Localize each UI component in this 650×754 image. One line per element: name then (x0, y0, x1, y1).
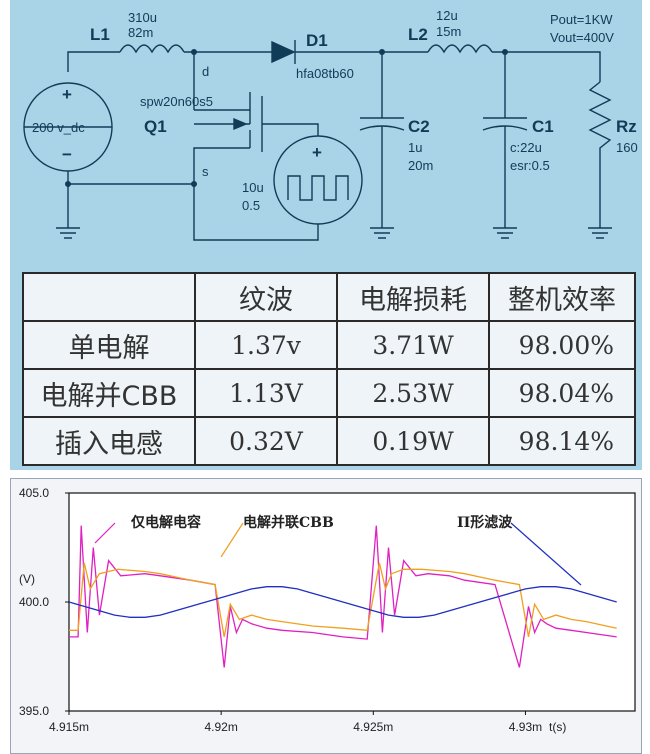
x-tick-label: 4.93m (509, 720, 542, 734)
c2-name: C2 (408, 117, 430, 136)
diode-d1-anode (271, 40, 296, 64)
dc-source-plus: + (62, 85, 72, 104)
junction-dot-c2 (379, 49, 385, 55)
schematic-panel: L1 310u 82m D1 hfa08tb60 L2 12u 15m Pout… (10, 0, 642, 470)
table-cell-efficiency: 98.00% (488, 320, 636, 370)
spec-pout: Pout=1KW (550, 12, 613, 27)
table-cell-ripple: 0.32V (194, 416, 338, 466)
y-tick-label: 395.0 (19, 704, 49, 718)
mosfet-arrow-head (233, 117, 248, 131)
table-cell-ripple: 1.37v (194, 320, 338, 370)
table-row: 单电解 1.37v 3.71W 98.00% (22, 320, 636, 370)
legend-electrolytic: 仅电解电容 (130, 514, 201, 531)
series-line-cbb (69, 562, 617, 638)
pulse-value2: 0.5 (242, 198, 260, 213)
inductor-l1 (119, 44, 185, 54)
c2-value2: 20m (408, 158, 433, 173)
ticks-group: 405.0 400.0 395.04.915m 4.92m 4.925m 4.93m (19, 486, 542, 734)
legend-cbb: 电解并联CBB (243, 514, 334, 531)
node-d-label: d (202, 64, 209, 79)
l1-value2: 82m (128, 25, 153, 40)
square-wave-icon (287, 175, 349, 201)
wire-l2-to-rz (492, 51, 601, 82)
wire-source-node (193, 147, 250, 184)
node-s-label: s (202, 164, 209, 179)
wire-gate-to-pulse (262, 123, 319, 136)
table-row-name: 单电解 (22, 320, 196, 370)
table-cell-efficiency: 98.14% (488, 416, 636, 466)
table-header-cell (22, 272, 196, 322)
junction-dot-d (191, 49, 197, 55)
x-tick-label: 4.925m (353, 720, 393, 734)
table-cell-ripple: 1.13V (194, 368, 338, 418)
x-tick-label: 4.915m (49, 720, 89, 734)
table-header-cell: 电解损耗 (336, 272, 490, 322)
ground-icon (588, 227, 612, 239)
l1-value1: 310u (128, 10, 157, 25)
inductor-l2 (427, 44, 493, 54)
y-axis-label: (V) (19, 572, 35, 586)
series-group (68, 525, 617, 668)
q1-part: spw20n60s5 (140, 94, 213, 109)
table-row: 电解并CBB 1.13V 2.53W 98.04% (22, 368, 636, 418)
table-row-name: 电解并CBB (22, 368, 196, 418)
pulse-plus: + (312, 143, 322, 162)
legend-pointer-cbb (220, 522, 244, 558)
x-axis-label: t(s) (549, 720, 566, 734)
resistor-rz (588, 81, 612, 228)
l1-name: L1 (90, 25, 110, 44)
table-header-row: 纹波 电解损耗 整机效率 (22, 272, 636, 322)
l2-value2: 15m (436, 24, 461, 39)
l2-value1: 12u (436, 8, 458, 23)
ground-icon (370, 227, 394, 239)
rz-name: Rz (616, 117, 637, 136)
table-cell-loss: 2.53W (336, 368, 490, 418)
d1-name: D1 (306, 31, 328, 50)
x-tick-label: 4.92m (204, 720, 237, 734)
comparison-table: 纹波 电解损耗 整机效率 单电解 1.37v 3.71W 98.00% 电解并C… (22, 272, 636, 466)
l2-name: L2 (408, 25, 428, 44)
boost-converter-schematic: L1 310u 82m D1 hfa08tb60 L2 12u 15m Pout… (23, 8, 638, 241)
legend-pointer-pi-filter (510, 522, 582, 586)
rz-value: 160 (616, 140, 638, 155)
table-cell-loss: 3.71W (336, 320, 490, 370)
y-tick-label: 405.0 (19, 486, 49, 500)
pulse-value1: 10u (242, 180, 264, 195)
junction-dot-s2 (191, 181, 197, 187)
series-line-inductor (68, 586, 617, 618)
d1-part: hfa08tb60 (296, 66, 354, 81)
q1-name: Q1 (144, 117, 167, 136)
c1-value1: c:22u (510, 140, 542, 155)
ground-icon (56, 227, 80, 239)
plot-area (68, 492, 636, 712)
dc-source-minus: − (62, 145, 72, 164)
legend-pointer-electrolytic (94, 522, 116, 544)
junction-dot-c1 (502, 49, 508, 55)
series-line-electrolytic (69, 525, 617, 668)
table-header-cell: 纹波 (194, 272, 338, 322)
wire-source-to-l1 (67, 51, 120, 72)
table-header-cell: 整机效率 (488, 272, 636, 322)
dc-source-label: 200 v_dc (32, 120, 85, 135)
wire-pulse-bottom (193, 184, 319, 241)
legend-pi-filter: Π形滤波 (457, 514, 513, 531)
spec-vout: Vout=400V (550, 30, 614, 45)
ground-icon (493, 227, 517, 239)
table-cell-efficiency: 98.04% (488, 368, 636, 418)
c2-value1: 1u (408, 140, 422, 155)
c1-name: C1 (532, 117, 554, 136)
y-tick-label: 400.0 (19, 595, 49, 609)
waveform-chart: 405.0 400.0 395.04.915m 4.92m 4.925m 4.93m (V… (19, 486, 636, 734)
table-cell-loss: 0.19W (336, 416, 490, 466)
table-row-name: 插入电感 (22, 416, 196, 466)
junction-dot-s (65, 181, 71, 187)
table-row: 插入电感 0.32V 0.19W 98.14% (22, 416, 636, 466)
c1-value2: esr:0.5 (510, 158, 550, 173)
